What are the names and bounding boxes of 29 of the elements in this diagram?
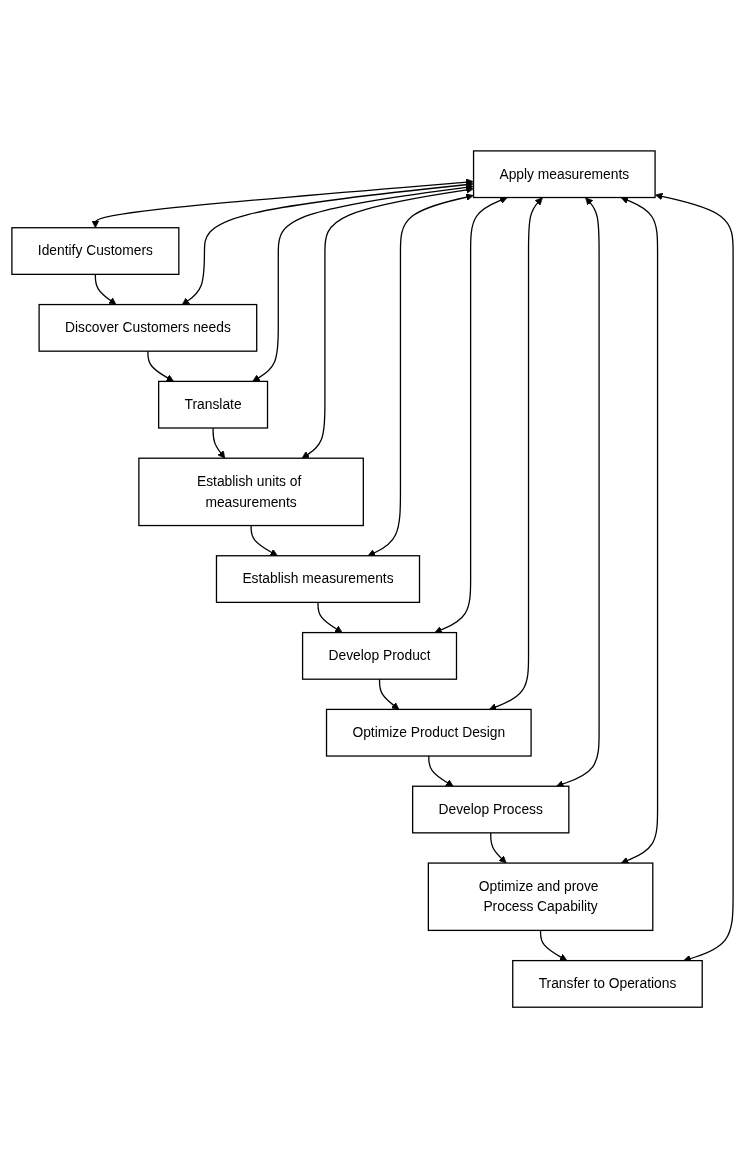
node-box: Discover Customers needs	[38, 303, 258, 352]
node-box: Optimize and prove Process Capability	[427, 862, 654, 931]
arrow	[490, 832, 507, 864]
node-box: Establish measurements	[215, 555, 421, 603]
node-box: Develop Process	[412, 785, 570, 834]
arrow	[317, 601, 343, 633]
arrow	[434, 196, 508, 634]
arrow	[181, 180, 474, 305]
node-box: Optimize Product Design	[325, 708, 532, 757]
arrow	[539, 929, 568, 961]
node-box: Develop Product	[301, 631, 458, 680]
arrow	[428, 755, 454, 787]
node-box: Establish units of measurements	[138, 457, 364, 527]
arrow	[301, 186, 474, 459]
node-box: Apply measurements	[472, 150, 656, 199]
arrow	[147, 350, 174, 382]
node-box: Translate	[158, 380, 269, 429]
arrow	[94, 273, 117, 305]
arrow	[556, 197, 600, 788]
arrow	[250, 524, 278, 557]
arrow	[91, 178, 474, 228]
arrow	[252, 183, 474, 382]
node-box: Transfer to Operations	[512, 959, 703, 1008]
arrow	[378, 678, 400, 710]
arrow	[620, 196, 659, 864]
arrow	[367, 193, 474, 557]
arrow	[212, 427, 226, 459]
arrow	[488, 197, 543, 711]
node-box: Identify Customers	[11, 227, 180, 275]
